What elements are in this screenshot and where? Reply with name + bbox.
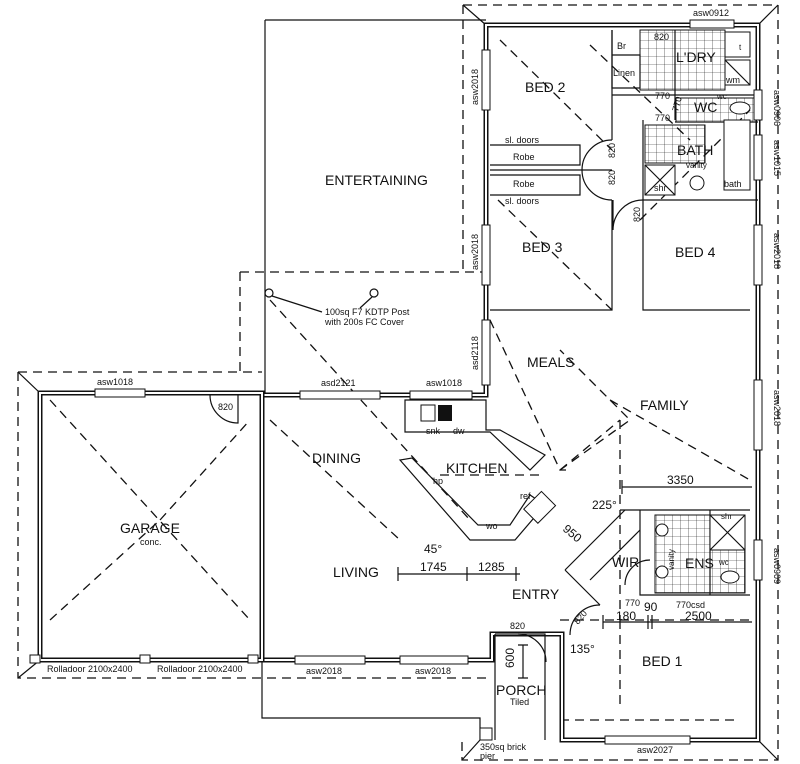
- dim-bed4-door: 820: [632, 207, 642, 222]
- note-rolladoor-1: Rolladoor 2100x2400: [47, 664, 133, 674]
- room-bed2: BED 2: [525, 79, 566, 95]
- fixture-hp: hp: [433, 476, 443, 486]
- window-living-bottom-2: asw2018: [415, 666, 451, 676]
- window-family-right: asw2018: [772, 390, 782, 426]
- dim-wc-door-2: 770: [670, 95, 684, 112]
- fixture-shr-bath: shr: [654, 183, 667, 193]
- window-ens-right: asw0909: [772, 548, 782, 584]
- room-kitchen: KITCHEN: [446, 460, 507, 476]
- window-meals-door: asd2118: [470, 336, 480, 370]
- dim-entry-door: 820: [572, 608, 589, 626]
- dim-ens-door: 770csd: [676, 600, 705, 610]
- window-top-laundry: asw0912: [693, 8, 729, 18]
- fixture-robe-2: Robe: [513, 179, 535, 189]
- windows: [94, 19, 763, 745]
- room-wir: WIR: [612, 554, 639, 570]
- room-entry: ENTRY: [512, 586, 560, 602]
- room-meals: MEALS: [527, 354, 574, 370]
- fixture-sl-doors-2: sl. doors: [505, 196, 540, 206]
- dimension-lines: [397, 480, 752, 679]
- dim-bath-door: 770: [655, 113, 670, 123]
- dim-living-1745: 1745: [420, 560, 447, 574]
- dim-front-door: 820: [510, 621, 525, 631]
- dim-wir-door: 770: [625, 598, 640, 608]
- porch-note: Tiled: [510, 697, 529, 707]
- window-bath-right: asw1015: [772, 140, 782, 176]
- note-post-line1: 100sq F7 KDTP Post: [325, 307, 410, 317]
- dim-wc-door-1: 770: [655, 91, 670, 101]
- fixture-sl-doors-1: sl. doors: [505, 135, 540, 145]
- garage-note: conc.: [140, 537, 162, 547]
- roof-outline: [17, 4, 779, 761]
- fixture-vanity-bath: vanity: [686, 161, 707, 170]
- fixture-snk: snk: [426, 426, 441, 436]
- fixture-wo: wo: [485, 521, 498, 531]
- fixture-shr-ens: shr: [721, 512, 732, 521]
- room-laundry: L'DRY: [676, 49, 716, 65]
- room-ens: ENS: [685, 555, 714, 571]
- room-entertaining: ENTERTAINING: [325, 172, 428, 188]
- room-family: FAMILY: [640, 397, 689, 413]
- fixture-br: Br: [617, 41, 626, 51]
- room-garage: GARAGE: [120, 520, 180, 536]
- window-bed1-bottom: asw2027: [637, 745, 673, 755]
- fixture-bath-tub: bath: [724, 179, 742, 189]
- room-bed3: BED 3: [522, 239, 563, 255]
- fixture-vanity-ens: vanity: [667, 549, 676, 570]
- room-wc: WC: [694, 99, 717, 115]
- fixture-ref: ref: [520, 491, 531, 501]
- room-bed1: BED 1: [642, 653, 683, 669]
- fixtures: [29, 31, 751, 741]
- window-bed4-right: asw2018: [772, 233, 782, 269]
- dim-garage-door: 820: [218, 402, 233, 412]
- note-post-line2: with 200s FC Cover: [324, 317, 404, 327]
- dim-laundry-door: 820: [654, 32, 669, 42]
- dim-angle-135: 135°: [570, 642, 595, 656]
- room-living: LIVING: [333, 564, 379, 580]
- fixture-linen: Linen: [613, 68, 635, 78]
- window-bed3-left: asw2018: [470, 234, 480, 270]
- note-rolladoor-2: Rolladoor 2100x2400: [157, 664, 243, 674]
- note-pier-line1: 350sq brick: [480, 742, 527, 752]
- dim-bed2-door: 820: [607, 143, 617, 158]
- fixture-dw: dw: [453, 426, 465, 436]
- fixture-tub: t: [739, 43, 742, 52]
- window-bed2-left: asw2018: [470, 69, 480, 105]
- dim-bed1-90: 90: [644, 600, 658, 614]
- window-dining-window: asw1018: [426, 378, 462, 388]
- window-dining-door: asd2121: [321, 378, 356, 388]
- dim-angle-45: 45°: [424, 542, 442, 556]
- fixture-robe-1: Robe: [513, 152, 535, 162]
- dim-angle-225: 225°: [592, 498, 617, 512]
- dim-kitchen-950: 950: [560, 522, 585, 546]
- fixture-wm: wm: [725, 75, 740, 85]
- room-dining: DINING: [312, 450, 361, 466]
- room-bed4: BED 4: [675, 244, 716, 260]
- dim-bed1-2500: 2500: [685, 609, 712, 623]
- window-wc-right: asw0906: [772, 90, 782, 126]
- dim-bed1-180: 180: [616, 609, 636, 623]
- entertaining-area: [264, 19, 486, 395]
- window-living-bottom-1: asw2018: [306, 666, 342, 676]
- bath-tiles: [644, 124, 706, 164]
- note-pier-line2: pier: [480, 751, 495, 761]
- dim-living-1285: 1285: [478, 560, 505, 574]
- dim-porch-600: 600: [503, 648, 517, 668]
- room-porch: PORCH: [496, 682, 547, 698]
- fixture-wc-bath: wc: [716, 92, 727, 101]
- window-garage: asw1018: [97, 377, 133, 387]
- dim-family-width: 3350: [667, 473, 694, 487]
- room-bath: BATH: [677, 142, 713, 158]
- fixture-wc-ens: wc: [718, 558, 729, 567]
- dim-bed3-door: 820: [607, 170, 617, 185]
- door-swings: [209, 139, 651, 663]
